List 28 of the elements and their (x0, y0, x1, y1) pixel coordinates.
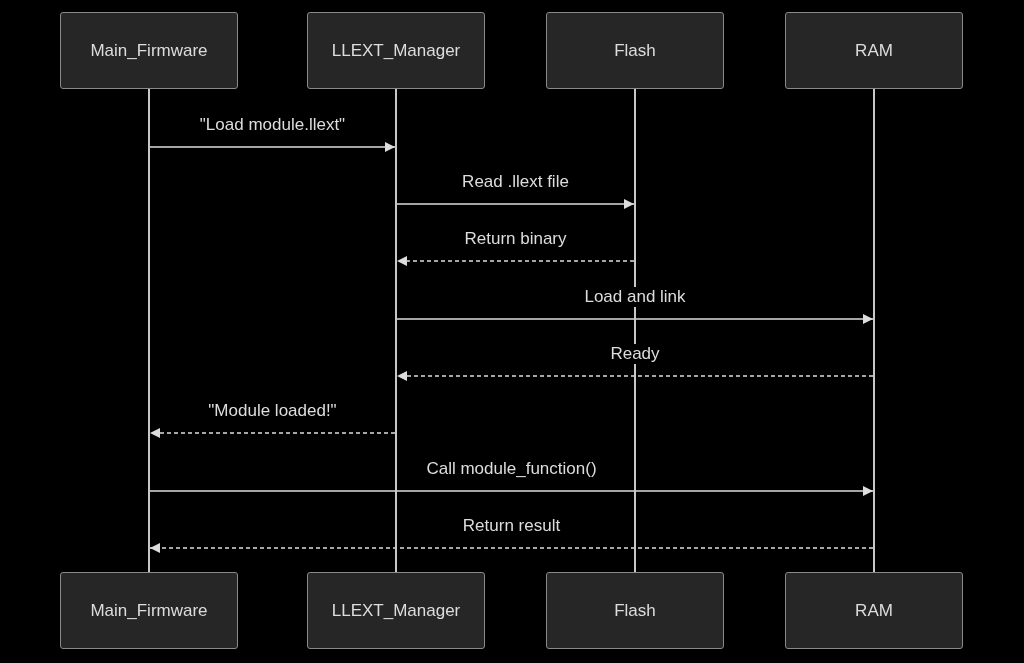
participant-name: RAM (855, 600, 893, 621)
participant-name: LLEXT_Manager (331, 600, 461, 621)
lifeline (148, 89, 150, 572)
message-arrow (396, 256, 635, 266)
lifeline (873, 89, 875, 572)
lifeline (634, 89, 636, 572)
participant-name: LLEXT_Manager (331, 40, 461, 61)
participant-box (60, 12, 238, 89)
participant-box (546, 572, 724, 649)
message-arrow (149, 142, 396, 152)
participant-name: RAM (855, 40, 893, 61)
participant-name: Main_Firmware (90, 40, 208, 61)
message-arrow (149, 428, 396, 438)
participant-box (785, 572, 963, 649)
message-arrow (149, 543, 874, 553)
participant-box (307, 12, 485, 89)
message-arrow (149, 486, 874, 496)
message-arrow (396, 371, 874, 381)
participant-name: Flash (614, 600, 656, 621)
message-arrow (396, 199, 635, 209)
participant-box (307, 572, 485, 649)
lifeline (395, 89, 397, 572)
participant-name: Main_Firmware (90, 600, 208, 621)
participant-box (60, 572, 238, 649)
participant-box (546, 12, 724, 89)
message-arrow (396, 314, 874, 324)
participant-box (785, 12, 963, 89)
participant-name: Flash (614, 40, 656, 61)
